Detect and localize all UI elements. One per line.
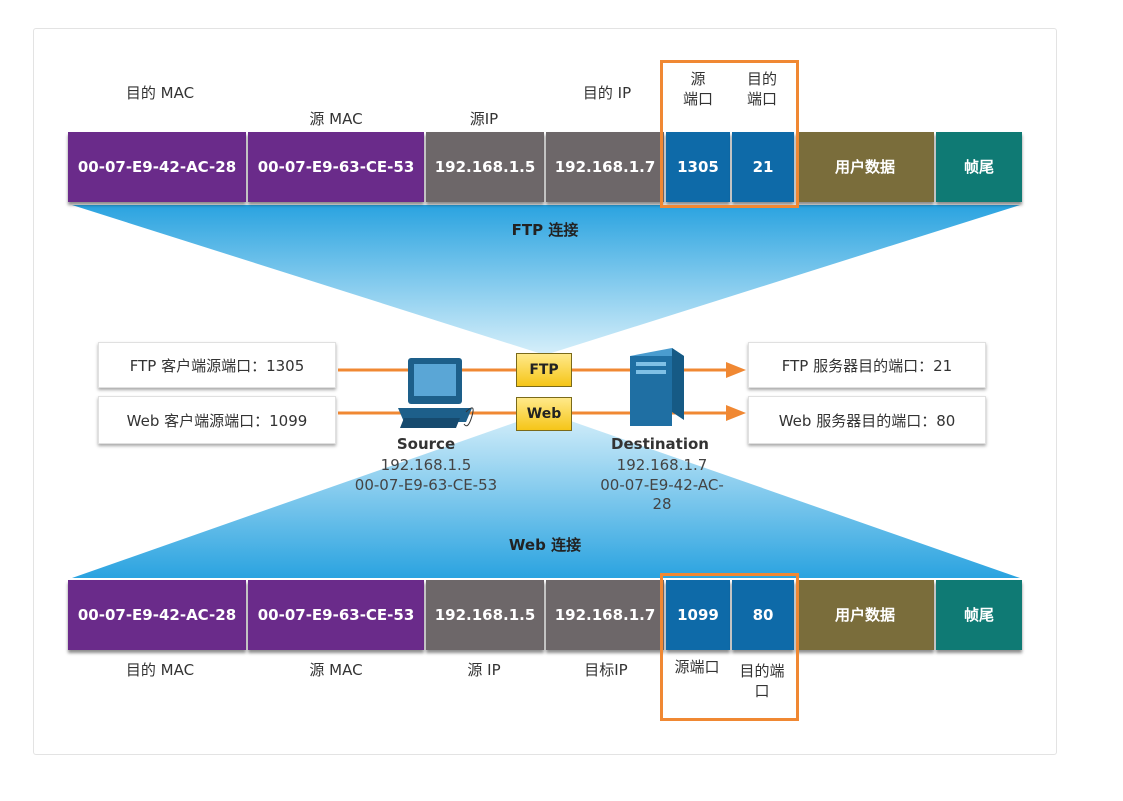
ftp-server-port-box: FTP 服务器目的端口：21 bbox=[748, 342, 986, 388]
bottom-cell-tail: 帧尾 bbox=[936, 580, 1022, 650]
bottom-cell-dest-ip: 192.168.1.7 bbox=[546, 580, 664, 650]
top-cell-data: 用户数据 bbox=[796, 132, 934, 202]
ftp-connection-title: FTP 连接 bbox=[511, 221, 579, 239]
web-server-port-box: Web 服务器目的端口：80 bbox=[748, 396, 986, 444]
top-cell-dest-mac: 00-07-E9-42-AC-28 bbox=[68, 132, 246, 202]
destination-mac-line1: 00-07-E9-42-AC- bbox=[600, 476, 724, 494]
web-envelope-icon: Web bbox=[516, 397, 572, 431]
bottom-label-src-mac: 源 MAC bbox=[309, 661, 363, 679]
source-mac: 00-07-E9-63-CE-53 bbox=[354, 476, 498, 494]
top-cell-src-mac: 00-07-E9-63-CE-53 bbox=[248, 132, 424, 202]
top-cell-dest-port: 21 bbox=[732, 132, 794, 202]
source-ip: 192.168.1.5 bbox=[380, 456, 472, 474]
ftp-arrow-head bbox=[726, 362, 746, 378]
top-cell-src-ip: 192.168.1.5 bbox=[426, 132, 544, 202]
bottom-label-dest-port-1: 目的端 bbox=[739, 662, 785, 680]
bottom-cell-dest-port: 80 bbox=[732, 580, 794, 650]
top-label-src-mac: 源 MAC bbox=[309, 110, 363, 128]
web-connection-title: Web 连接 bbox=[508, 536, 582, 554]
bottom-cell-dest-mac: 00-07-E9-42-AC-28 bbox=[68, 580, 246, 650]
top-label-src-port-2: 端口 bbox=[682, 90, 713, 108]
bottom-label-src-port: 源端口 bbox=[674, 658, 720, 676]
bottom-cell-data: 用户数据 bbox=[796, 580, 934, 650]
destination-ip: 192.168.1.7 bbox=[616, 456, 708, 474]
bottom-label-dest-ip: 目标IP bbox=[584, 661, 628, 679]
bottom-cell-src-mac: 00-07-E9-63-CE-53 bbox=[248, 580, 424, 650]
top-label-dest-ip: 目的 IP bbox=[582, 84, 632, 102]
bottom-port-highlight bbox=[660, 573, 799, 721]
bottom-label-src-ip: 源 IP bbox=[467, 661, 501, 679]
source-name: Source bbox=[396, 435, 456, 453]
ftp-envelope-icon: FTP bbox=[516, 353, 572, 387]
top-label-dest-port-1: 目的 bbox=[746, 70, 777, 88]
web-funnel bbox=[72, 412, 1020, 578]
top-cell-src-port: 1305 bbox=[666, 132, 730, 202]
web-arrow-head bbox=[726, 405, 746, 421]
destination-mac-line2: 28 bbox=[652, 495, 672, 513]
ftp-client-port-box: FTP 客户端源端口：1305 bbox=[98, 342, 336, 388]
bottom-cell-src-ip: 192.168.1.5 bbox=[426, 580, 544, 650]
top-cell-tail: 帧尾 bbox=[936, 132, 1022, 202]
destination-name: Destination bbox=[611, 435, 709, 453]
top-cell-dest-ip: 192.168.1.7 bbox=[546, 132, 664, 202]
top-label-src-ip: 源IP bbox=[469, 110, 499, 128]
bottom-cell-src-port: 1099 bbox=[666, 580, 730, 650]
top-label-dest-port-2: 端口 bbox=[746, 90, 777, 108]
bottom-label-dest-port-2: 口 bbox=[754, 682, 770, 700]
top-label-dest-mac: 目的 MAC bbox=[125, 84, 195, 102]
top-label-src-port-1: 源 bbox=[690, 70, 706, 88]
top-port-highlight bbox=[660, 60, 799, 208]
bottom-label-dest-mac: 目的 MAC bbox=[125, 661, 195, 679]
ftp-funnel bbox=[72, 205, 1020, 355]
web-client-port-box: Web 客户端源端口：1099 bbox=[98, 396, 336, 444]
